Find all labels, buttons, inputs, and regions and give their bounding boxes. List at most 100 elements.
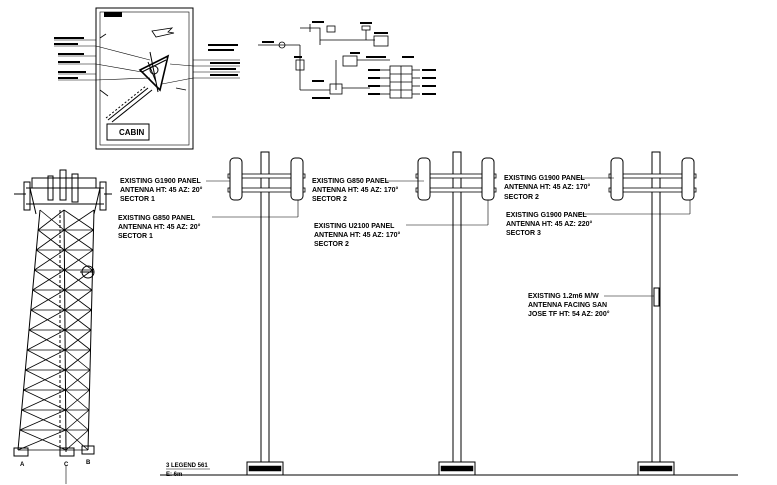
- svg-text:EXISTING G850 PANEL: EXISTING G850 PANEL: [312, 178, 390, 185]
- tower-brace: [32, 269, 65, 291]
- pole2-mast: [452, 151, 462, 463]
- tower-leg-a-label: A: [20, 462, 25, 468]
- tower-brace: [64, 289, 93, 311]
- svg-text:ANTENNA HT: 45 AZ: 170°: ANTENNA HT: 45 AZ: 170°: [312, 186, 398, 194]
- svg-text:ANTENNA HT: 45 AZ: 170°: ANTENNA HT: 45 AZ: 170°: [504, 183, 590, 191]
- tower-brace: [25, 369, 66, 391]
- svg-text:SECTOR 1: SECTOR 1: [118, 233, 153, 240]
- tower-brace: [65, 369, 91, 391]
- pole2-antenna-right: [481, 157, 495, 201]
- svg-text:SECTOR 3: SECTOR 3: [506, 230, 541, 237]
- tower-brace: [39, 209, 65, 231]
- pole3-antenna-right: [681, 157, 695, 201]
- svg-text:EXISTING G1900 PANEL: EXISTING G1900 PANEL: [120, 178, 202, 185]
- svg-text:EXISTING G1900 PANEL: EXISTING G1900 PANEL: [506, 212, 588, 219]
- cabin-box: [106, 123, 150, 141]
- tower-brace: [26, 349, 66, 371]
- pole3-mast: [651, 151, 661, 463]
- tower-brace: [37, 209, 65, 231]
- tower-brace: [28, 329, 66, 351]
- pole1-antenna-label-2: EXISTING G850 PANEL ANTENNA HT: 45 AZ: 2…: [118, 200, 299, 240]
- tower-brace: [19, 409, 66, 431]
- site-plan-text-bars: [54, 37, 240, 79]
- pole2-crossarm-1: [415, 173, 497, 179]
- tower-brace: [37, 229, 65, 251]
- tower-brace: [25, 349, 66, 371]
- tower-brace: [26, 329, 66, 351]
- svg-text:SECTOR 2: SECTOR 2: [312, 196, 347, 203]
- tower-brace: [64, 309, 92, 331]
- svg-text:EXISTING 1.2m6 M/W: EXISTING 1.2m6 M/W: [528, 293, 599, 300]
- tower-brace: [34, 269, 65, 291]
- drawing-legend: 3 LEGEND 561 E: 6m: [166, 463, 210, 478]
- cabin-label: CABIN: [119, 128, 145, 137]
- tower-brace: [65, 389, 90, 411]
- svg-text:ANTENNA HT: 45 AZ: 20°: ANTENNA HT: 45 AZ: 20°: [118, 223, 201, 231]
- pole3-microwave-label: EXISTING 1.2m6 M/W ANTENNA FACING SAN JO…: [528, 293, 654, 318]
- svg-text:EXISTING G850 PANEL: EXISTING G850 PANEL: [118, 215, 196, 222]
- antenna-poles: [227, 151, 697, 476]
- pole1-mast: [260, 151, 270, 463]
- pole3-antenna-left: [610, 157, 624, 201]
- power-schematic-text-bars: [262, 21, 436, 99]
- tower-brace: [23, 389, 66, 411]
- north-arrow-icon: [151, 27, 175, 38]
- tower-leg-b-label: B: [86, 460, 91, 466]
- pole1-antenna-label-1: EXISTING G1900 PANEL ANTENNA HT: 45 AZ: …: [120, 178, 230, 203]
- tower-brace: [23, 369, 66, 391]
- tower-brace: [21, 389, 66, 411]
- tower-brace: [64, 329, 92, 351]
- tower-brace: [65, 349, 91, 371]
- svg-text:SECTOR 2: SECTOR 2: [314, 241, 349, 248]
- tower-brace: [32, 289, 66, 311]
- svg-text:ANTENNA HT: 45 AZ: 170°: ANTENNA HT: 45 AZ: 170°: [314, 231, 400, 239]
- site-plan-leaders: [54, 39, 240, 85]
- tower-brace: [34, 249, 65, 271]
- tower-brace: [17, 429, 66, 451]
- pole2-foundation-fill: [440, 465, 474, 472]
- tower-brace: [36, 229, 65, 251]
- svg-text:EXISTING G1900 PANEL: EXISTING G1900 PANEL: [504, 175, 586, 182]
- pole1-foundation-fill: [248, 465, 282, 472]
- pole2-crossarm-2: [415, 187, 497, 193]
- tower-brace: [65, 409, 90, 431]
- svg-text:ANTENNA HT: 45 AZ: 220°: ANTENNA HT: 45 AZ: 220°: [506, 220, 592, 228]
- site-plan-border: [95, 7, 194, 150]
- tower-brace: [64, 269, 93, 291]
- tower-leg-c-label: C: [64, 462, 69, 468]
- tower-brace: [28, 309, 66, 331]
- pole3-foundation-fill: [639, 465, 673, 472]
- svg-text:ANTENNA FACING SAN: ANTENNA FACING SAN: [528, 302, 607, 309]
- cable-tray: [105, 85, 153, 123]
- site-plan-fence: [99, 33, 187, 97]
- site-plan-header-bar: [104, 12, 122, 17]
- pole2-antenna-label-1: EXISTING G850 PANEL ANTENNA HT: 45 AZ: 1…: [312, 178, 424, 203]
- svg-text:3 LEGEND 561: 3 LEGEND 561: [166, 463, 208, 469]
- microwave-dish: [653, 287, 660, 307]
- pole3-crossarm-2: [608, 187, 697, 193]
- pole1-crossarm-1: [227, 173, 306, 179]
- svg-text:E: 6m: E: 6m: [166, 472, 182, 478]
- svg-text:ANTENNA HT: 45 AZ: 20°: ANTENNA HT: 45 AZ: 20°: [120, 186, 203, 194]
- pole2-antenna-left: [417, 157, 431, 201]
- pole2-antenna-label-2: EXISTING U2100 PANEL ANTENNA HT: 45 AZ: …: [314, 200, 489, 248]
- tower-brace: [65, 429, 89, 451]
- pole1-crossarm-2: [227, 187, 306, 193]
- tower-footprint: [138, 51, 170, 93]
- pole3-antenna-label-2: EXISTING G1900 PANEL ANTENNA HT: 45 AZ: …: [506, 200, 691, 237]
- svg-text:SECTOR 2: SECTOR 2: [504, 194, 539, 201]
- pole3-crossarm-1: [608, 173, 697, 179]
- power-schematic: [258, 24, 420, 99]
- tower-bracing: [17, 209, 95, 451]
- tower-brace: [36, 249, 65, 271]
- svg-text:SECTOR 1: SECTOR 1: [120, 196, 155, 203]
- pole1-antenna-right: [290, 157, 304, 201]
- tower-brace: [63, 209, 95, 231]
- tower-brace: [30, 289, 65, 311]
- svg-text:JOSE TF HT: 54 AZ: 200°: JOSE TF HT: 54 AZ: 200°: [528, 310, 610, 318]
- site-plan: CABIN: [54, 7, 240, 150]
- svg-text:EXISTING U2100 PANEL: EXISTING U2100 PANEL: [314, 223, 395, 230]
- pole1-antenna-left: [229, 157, 243, 201]
- tower-brace: [30, 309, 66, 331]
